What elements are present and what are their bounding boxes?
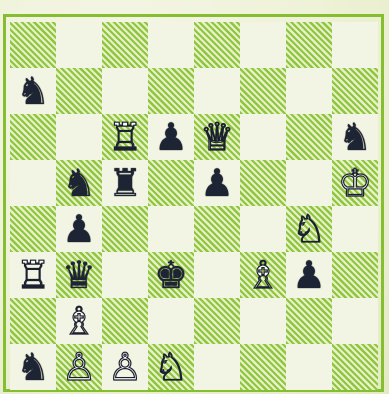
square-b2[interactable]: ♗ [56, 298, 102, 344]
square-b4[interactable]: ♟ [56, 206, 102, 252]
white-pawn-icon[interactable]: ♙ [56, 344, 102, 390]
square-g5[interactable] [286, 160, 332, 206]
white-bishop-icon[interactable]: ♗ [240, 252, 286, 298]
square-b1[interactable]: ♙ [56, 344, 102, 390]
square-a5[interactable] [10, 160, 56, 206]
square-e3[interactable] [194, 252, 240, 298]
square-b8[interactable] [56, 22, 102, 68]
white-pawn-icon[interactable]: ♙ [102, 344, 148, 390]
square-h1[interactable] [332, 344, 378, 390]
white-knight-icon[interactable]: ♘ [286, 206, 332, 252]
square-h8[interactable] [332, 22, 378, 68]
square-d3[interactable]: ♚ [148, 252, 194, 298]
white-rook-icon[interactable]: ♖ [10, 252, 56, 298]
square-c8[interactable] [102, 22, 148, 68]
square-c5[interactable]: ♜ [102, 160, 148, 206]
square-a2[interactable] [10, 298, 56, 344]
square-c3[interactable] [102, 252, 148, 298]
square-b7[interactable] [56, 68, 102, 114]
square-f4[interactable] [240, 206, 286, 252]
square-g7[interactable] [286, 68, 332, 114]
square-e4[interactable] [194, 206, 240, 252]
square-d8[interactable] [148, 22, 194, 68]
square-a6[interactable] [10, 114, 56, 160]
square-h5[interactable]: ♔ [332, 160, 378, 206]
square-e8[interactable] [194, 22, 240, 68]
square-a3[interactable]: ♖ [10, 252, 56, 298]
square-f1[interactable] [240, 344, 286, 390]
square-a8[interactable] [10, 22, 56, 68]
square-e7[interactable] [194, 68, 240, 114]
square-a1[interactable]: ♞ [10, 344, 56, 390]
square-d1[interactable]: ♘ [148, 344, 194, 390]
square-g6[interactable] [286, 114, 332, 160]
black-king-icon[interactable]: ♚ [148, 252, 194, 298]
square-d5[interactable] [148, 160, 194, 206]
square-a4[interactable] [10, 206, 56, 252]
square-c6[interactable]: ♖ [102, 114, 148, 160]
black-knight-icon[interactable]: ♞ [10, 68, 56, 114]
square-e5[interactable]: ♟ [194, 160, 240, 206]
white-bishop-icon[interactable]: ♗ [56, 298, 102, 344]
black-pawn-icon[interactable]: ♟ [148, 114, 194, 160]
square-d7[interactable] [148, 68, 194, 114]
black-knight-icon[interactable]: ♞ [10, 344, 56, 390]
square-b6[interactable] [56, 114, 102, 160]
black-queen-icon[interactable]: ♛ [56, 252, 102, 298]
square-c4[interactable] [102, 206, 148, 252]
black-pawn-icon[interactable]: ♟ [56, 206, 102, 252]
square-e1[interactable] [194, 344, 240, 390]
black-rook-icon[interactable]: ♜ [102, 160, 148, 206]
square-f2[interactable] [240, 298, 286, 344]
white-king-icon[interactable]: ♔ [332, 160, 378, 206]
white-rook-icon[interactable]: ♖ [102, 114, 148, 160]
square-c7[interactable] [102, 68, 148, 114]
black-knight-icon[interactable]: ♞ [332, 114, 378, 160]
square-d2[interactable] [148, 298, 194, 344]
square-g8[interactable] [286, 22, 332, 68]
square-d6[interactable]: ♟ [148, 114, 194, 160]
black-pawn-icon[interactable]: ♟ [286, 252, 332, 298]
square-h7[interactable] [332, 68, 378, 114]
square-g2[interactable] [286, 298, 332, 344]
square-b3[interactable]: ♛ [56, 252, 102, 298]
square-e2[interactable] [194, 298, 240, 344]
black-knight-icon[interactable]: ♞ [56, 160, 102, 206]
chess-board[interactable]: ♞♖♟♕♞♞♜♟♔♟♘♖♛♚♗♟♗♞♙♙♘ [10, 22, 378, 390]
square-h6[interactable]: ♞ [332, 114, 378, 160]
square-f6[interactable] [240, 114, 286, 160]
square-g4[interactable]: ♘ [286, 206, 332, 252]
square-f8[interactable] [240, 22, 286, 68]
square-h3[interactable] [332, 252, 378, 298]
black-pawn-icon[interactable]: ♟ [194, 160, 240, 206]
square-h4[interactable] [332, 206, 378, 252]
square-e6[interactable]: ♕ [194, 114, 240, 160]
square-f5[interactable] [240, 160, 286, 206]
square-c1[interactable]: ♙ [102, 344, 148, 390]
square-a7[interactable]: ♞ [10, 68, 56, 114]
square-c2[interactable] [102, 298, 148, 344]
white-knight-icon[interactable]: ♘ [148, 344, 194, 390]
square-g3[interactable]: ♟ [286, 252, 332, 298]
square-g1[interactable] [286, 344, 332, 390]
square-f3[interactable]: ♗ [240, 252, 286, 298]
square-h2[interactable] [332, 298, 378, 344]
square-b5[interactable]: ♞ [56, 160, 102, 206]
square-d4[interactable] [148, 206, 194, 252]
white-queen-icon[interactable]: ♕ [194, 114, 240, 160]
square-f7[interactable] [240, 68, 286, 114]
